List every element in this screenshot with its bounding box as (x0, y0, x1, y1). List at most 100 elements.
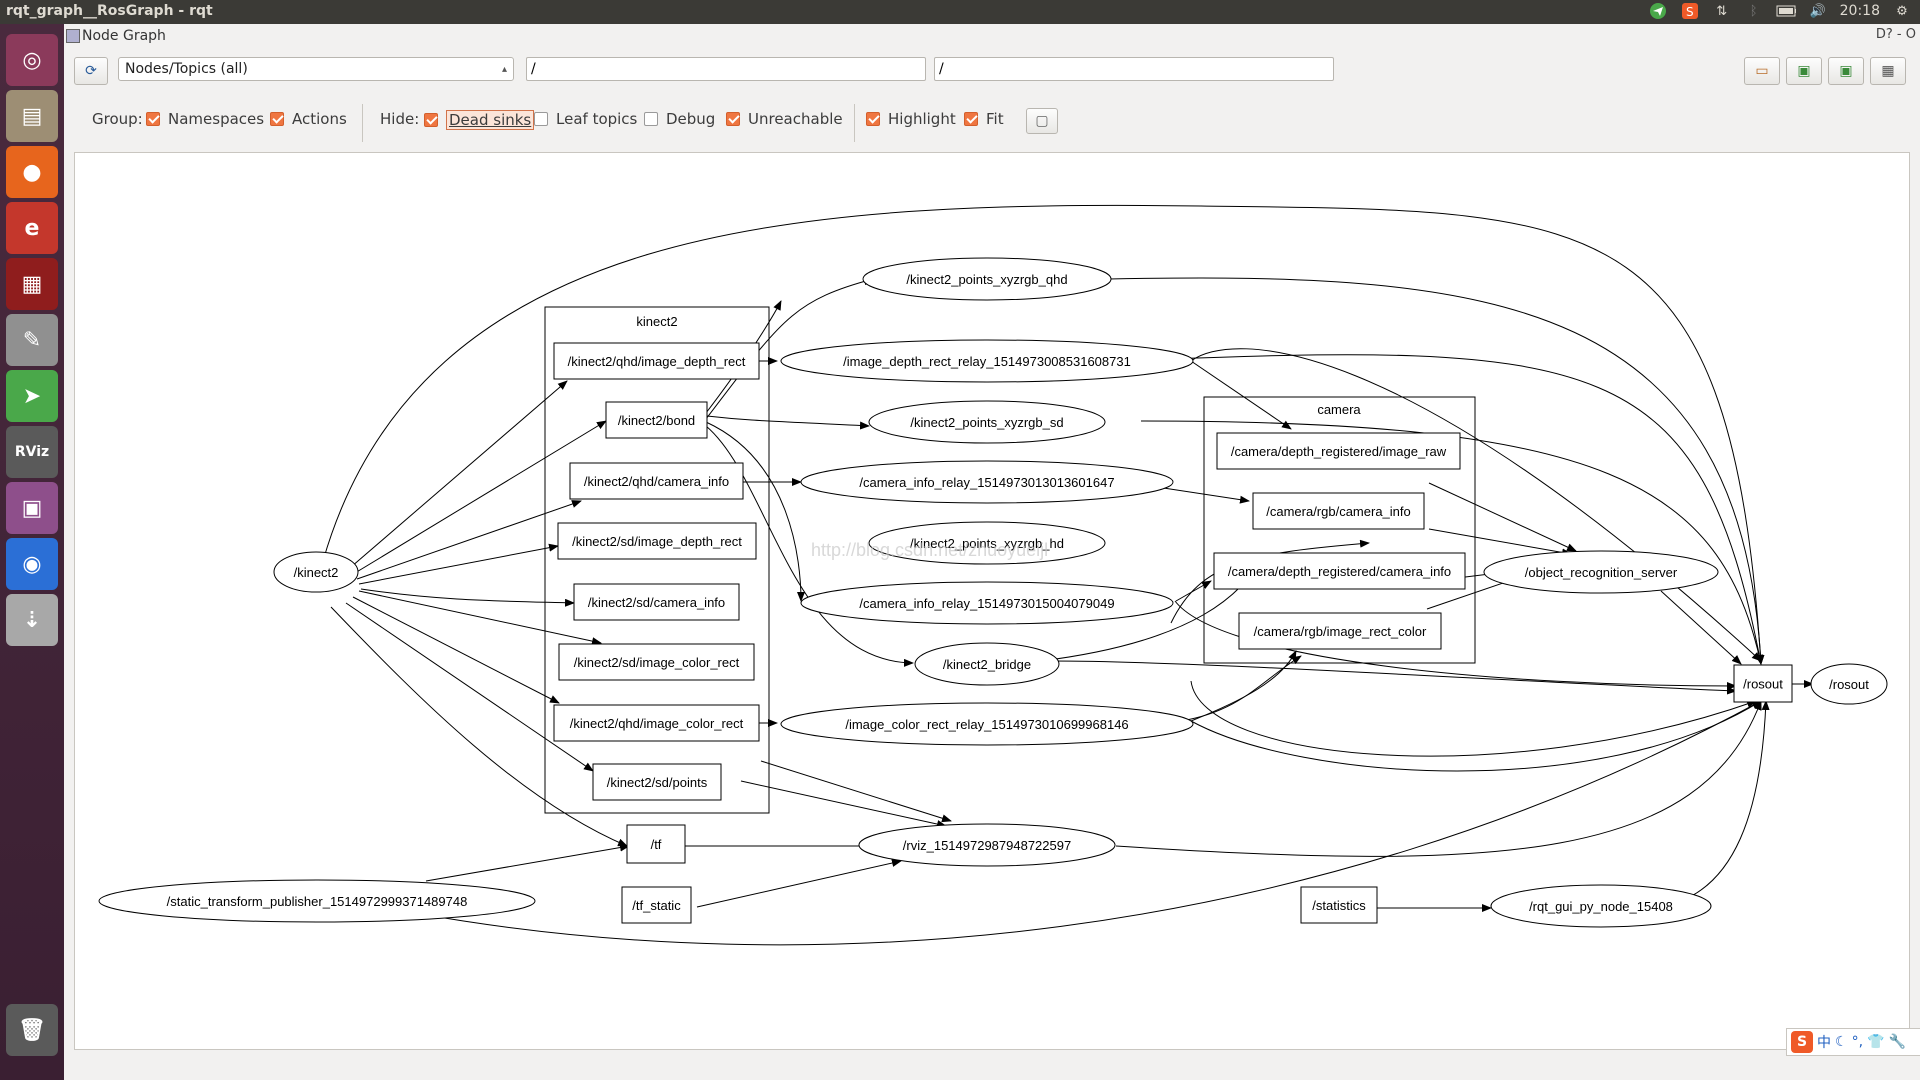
graph-edge (420, 700, 1762, 946)
topic-box-cam-rgb-info[interactable]: /camera/rgb/camera_info (1252, 492, 1425, 530)
node-ellipse-pts-hd[interactable]: /kinect2_points_xyzrgb_hd (868, 521, 1106, 565)
ime-language[interactable]: 中 (1817, 1035, 1831, 1051)
topic-box-cam-depth-raw[interactable]: /camera/depth_registered/image_raw (1216, 432, 1461, 470)
save-svg-button[interactable]: ▣ (1828, 57, 1864, 85)
topic-box-tf-static[interactable]: /tf_static (621, 886, 692, 924)
topic-box-sd-depth[interactable]: /kinect2/sd/image_depth_rect (557, 522, 757, 560)
plugin-controls[interactable]: D? - O (1875, 27, 1916, 42)
actions-checkbox[interactable]: Actions (270, 110, 347, 128)
group-label: Group: (92, 110, 143, 128)
topic-filter-input[interactable]: / (934, 57, 1334, 81)
dead-sinks-label: Dead sinks (446, 110, 535, 130)
topic-box-qhd-color[interactable]: /kinect2/qhd/image_color_rect (553, 704, 760, 742)
graph-edge (705, 425, 914, 667)
files-launcher-icon[interactable]: ▤ (6, 90, 58, 142)
node-ellipse-depth-relay[interactable]: /image_depth_rect_relay_1514973008531608… (780, 339, 1194, 383)
topic-label: /kinect2/qhd/image_depth_rect (568, 354, 746, 369)
plugin-title: Node Graph (82, 28, 166, 44)
topic-box-qhd-depth[interactable]: /kinect2/qhd/image_depth_rect (553, 342, 760, 380)
node-ellipse-color-relay[interactable]: /image_color_rect_relay_1514973010699968… (780, 702, 1194, 746)
punctuation-icon[interactable]: °, (1851, 1034, 1864, 1050)
battery-icon[interactable] (1776, 2, 1796, 20)
node-ellipse-info-relay2[interactable]: /camera_info_relay_1514973015004079049 (800, 581, 1174, 625)
topic-label: /kinect2/qhd/camera_info (584, 474, 729, 489)
trash-launcher-icon[interactable]: 🗑 (6, 1004, 58, 1056)
graph-edge (1190, 680, 1757, 757)
debug-label: Debug (666, 110, 716, 128)
chrome-launcher-icon[interactable]: ◉ (6, 538, 58, 590)
namespace-filter-input[interactable]: / (526, 57, 926, 81)
topic-box-tf[interactable]: /tf (626, 824, 686, 864)
installer-launcher-icon[interactable]: ⇣ (6, 594, 58, 646)
wrench-icon[interactable]: 🔧 (1888, 1034, 1906, 1050)
shirt-icon[interactable]: 👕 (1867, 1034, 1885, 1050)
highlight-checkbox[interactable]: Highlight (866, 110, 956, 128)
telegram-launcher-icon[interactable]: ➤ (6, 370, 58, 422)
sogou-ime-icon[interactable]: S (1791, 1031, 1813, 1053)
node-graph-icon (66, 29, 80, 43)
graph-edge (1115, 700, 1762, 857)
topic-box-sd-caminfo[interactable]: /kinect2/sd/camera_info (573, 583, 740, 621)
debug-checkbox[interactable]: Debug (644, 110, 715, 128)
volume-icon[interactable]: 🔊 (1809, 3, 1826, 19)
terminal-red-launcher-icon[interactable]: ▦ (6, 258, 58, 310)
ubuntu-dash-launcher-icon[interactable]: ◎ (6, 34, 58, 86)
topic-box-sd-points[interactable]: /kinect2/sd/points (592, 763, 722, 801)
telegram-icon[interactable] (1648, 2, 1668, 20)
node-ellipse-info-relay1[interactable]: /camera_info_relay_1514973013013601647 (800, 460, 1174, 504)
fit-in-view-button[interactable]: ▢ (1026, 108, 1058, 134)
topic-box-bond[interactable]: /kinect2/bond (605, 401, 708, 439)
text-editor-e-launcher-icon[interactable]: e (6, 202, 58, 254)
graph-edge (322, 204, 1765, 665)
ros-graph[interactable]: kinect2camera/kinect2/qhd/image_depth_re… (75, 153, 1909, 1049)
topic-box-rosout-topic[interactable]: /rosout (1733, 664, 1793, 703)
network-icon[interactable]: ⇅ (1716, 3, 1728, 19)
topic-label: /kinect2/sd/points (607, 775, 708, 790)
fit-checkbox[interactable]: Fit (964, 110, 1004, 128)
firefox-launcher-icon[interactable]: ● (6, 146, 58, 198)
leaf-topics-checkbox[interactable]: Leaf topics (534, 110, 637, 128)
topic-box-sd-color[interactable]: /kinect2/sd/image_color_rect (558, 643, 755, 681)
gedit-launcher-icon[interactable]: ✎ (6, 314, 58, 366)
node-ellipse-rosout-node[interactable]: /rosout (1810, 663, 1888, 705)
topic-label: /kinect2/bond (618, 413, 695, 428)
bluetooth-icon[interactable]: ᛒ (1749, 3, 1758, 19)
topic-label: /tf_static (632, 898, 681, 913)
select-arrows-icon: ▴ (501, 64, 507, 75)
rviz-launcher-icon[interactable]: RViz (6, 426, 58, 478)
gear-icon[interactable]: ⚙ (1896, 3, 1908, 19)
graph-edge (425, 843, 630, 882)
workspace-launcher-icon[interactable]: ▣ (6, 482, 58, 534)
leaf-topics-label: Leaf topics (556, 110, 638, 128)
ime-toolbar[interactable]: S 中 ☾ °, 👕 🔧 (1786, 1028, 1920, 1056)
node-ellipse-static-tf[interactable]: /static_transform_publisher_151497299937… (98, 879, 536, 923)
topic-box-cam-depth-info[interactable]: /camera/depth_registered/camera_info (1213, 552, 1466, 590)
node-ellipse-obj-rec[interactable]: /object_recognition_server (1483, 550, 1719, 594)
topic-label: /kinect2/sd/image_color_rect (574, 655, 740, 670)
window-title: rqt_graph__RosGraph - rqt (6, 3, 213, 19)
node-ellipse-rqt-gui[interactable]: /rqt_gui_py_node_15408 (1490, 884, 1712, 928)
topic-box-statistics[interactable]: /statistics (1300, 886, 1378, 924)
save-svg-icon: ▣ (1839, 63, 1853, 79)
dead-sinks-checkbox[interactable]: Dead sinks (424, 110, 535, 130)
node-ellipse-rviz[interactable]: /rviz_1514972987948722597 (858, 823, 1116, 867)
graph-mode-select[interactable]: Nodes/Topics (all)▴ (118, 57, 514, 81)
unreachable-checkbox[interactable]: Unreachable (726, 110, 843, 128)
node-ellipse-kinect2[interactable]: /kinect2 (273, 551, 359, 593)
topic-label: /camera/depth_registered/image_raw (1231, 444, 1447, 459)
load-dot-button[interactable]: ▭ (1744, 57, 1780, 85)
namespaces-checkbox[interactable]: Namespaces (146, 110, 264, 128)
save-dot-button[interactable]: ▣ (1786, 57, 1822, 85)
clock[interactable]: 20:18 (1839, 3, 1880, 19)
sogou-icon[interactable]: S (1680, 2, 1700, 20)
topic-box-cam-rgb-color[interactable]: /camera/rgb/image_rect_color (1238, 612, 1442, 650)
moon-icon[interactable]: ☾ (1835, 1034, 1848, 1050)
node-ellipse-bridge[interactable]: /kinect2_bridge (914, 642, 1060, 686)
refresh-button[interactable]: ⟳ (74, 57, 108, 85)
node-ellipse-pts-sd[interactable]: /kinect2_points_xyzrgb_sd (868, 400, 1106, 444)
topic-box-qhd-caminfo[interactable]: /kinect2/qhd/camera_info (569, 462, 744, 500)
node-ellipse-pts-qhd[interactable]: /kinect2_points_xyzrgb_qhd (862, 257, 1112, 301)
node-label: /kinect2_points_xyzrgb_sd (910, 415, 1063, 430)
save-image-button[interactable]: ▦ (1870, 57, 1906, 85)
